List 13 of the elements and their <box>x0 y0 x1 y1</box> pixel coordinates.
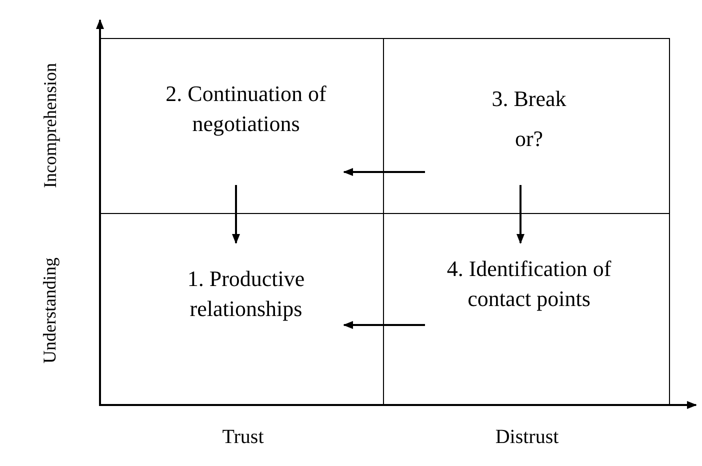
arrow <box>516 185 524 244</box>
quadrant-cell <box>383 38 670 214</box>
quadrant-label: 1. Productive relationships <box>186 265 306 323</box>
axis-label: Incomprehension <box>40 62 60 188</box>
axis-label: Trust <box>222 426 264 448</box>
axis-label: Distrust <box>495 426 559 448</box>
quadrant-label: 3. Break or? <box>490 85 568 153</box>
arrow <box>343 321 425 329</box>
axis-label: Understanding <box>40 257 60 363</box>
quadrant-label: 4. Identification of contact points <box>446 255 612 313</box>
quadrant-label: 2. Continuation of negotiations <box>164 80 328 138</box>
arrow <box>232 185 240 244</box>
arrow <box>343 168 425 176</box>
